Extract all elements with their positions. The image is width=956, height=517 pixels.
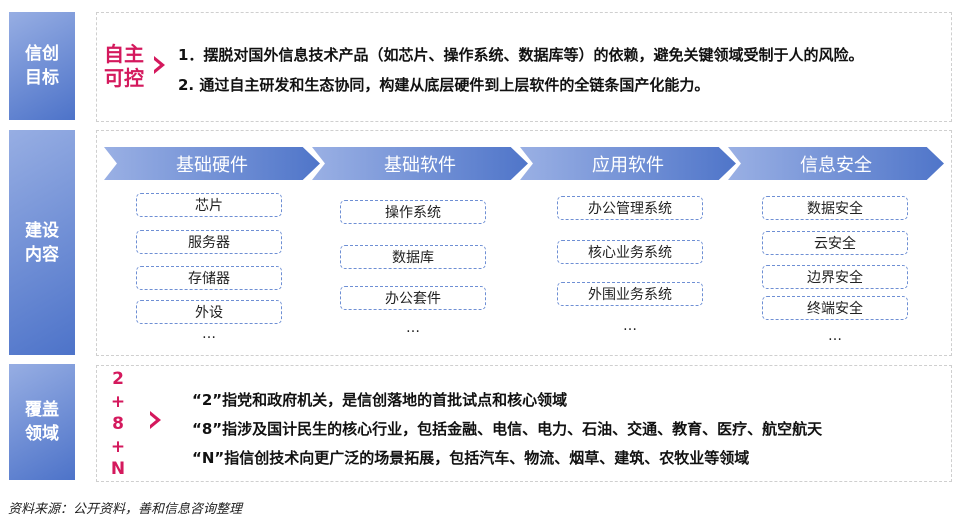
category-item: 芯片 bbox=[136, 193, 282, 217]
category-header: 基础软件 bbox=[312, 147, 528, 180]
category-header: 基础硬件 bbox=[104, 147, 320, 180]
category-item: 操作系统 bbox=[340, 200, 486, 224]
build-panel bbox=[96, 130, 952, 356]
cover-line-3: “N”指信创技术向更广泛的场景拓展，包括汽车、物流、烟草、建筑、农牧业等领域 bbox=[192, 449, 750, 467]
category-item: 办公套件 bbox=[340, 286, 486, 310]
label-text: 信创目标 bbox=[25, 44, 59, 88]
category-item: 外围业务系统 bbox=[557, 282, 703, 306]
cover-line-1: “2”指党和政府机关，是信创落地的首批试点和核心领域 bbox=[192, 391, 568, 409]
accent-n: N bbox=[110, 459, 126, 479]
category-header: 信息安全 bbox=[728, 147, 944, 180]
accent-plus: + bbox=[110, 436, 126, 457]
category-item: 核心业务系统 bbox=[557, 240, 703, 264]
category-item: 外设 bbox=[136, 300, 282, 324]
goal-panel bbox=[96, 12, 952, 122]
category-item: 办公管理系统 bbox=[557, 196, 703, 220]
cover-line-2: “8”指涉及国计民生的核心行业，包括金融、电信、电力、石油、交通、教育、医疗、航… bbox=[192, 420, 823, 438]
chevron-right-icon bbox=[154, 56, 165, 74]
source-note: 资料来源：公开资料，善和信息咨询整理 bbox=[8, 502, 243, 517]
accent-8: 8 bbox=[112, 414, 124, 434]
label-cover: 覆盖领域 bbox=[9, 364, 75, 480]
chevron-right-icon bbox=[150, 411, 161, 429]
label-text: 覆盖领域 bbox=[25, 400, 59, 444]
category-item: 服务器 bbox=[136, 230, 282, 254]
label-goal: 信创目标 bbox=[9, 12, 75, 120]
label-text: 建设内容 bbox=[25, 220, 59, 265]
goal-accent: 自主可控 bbox=[104, 42, 144, 90]
category-item: 云安全 bbox=[762, 231, 908, 255]
more-indicator: … bbox=[623, 318, 637, 334]
category-item: 存储器 bbox=[136, 266, 282, 290]
category-item: 边界安全 bbox=[762, 265, 908, 289]
goal-line-1: 1．摆脱对国外信息技术产品（如芯片、操作系统、数据库等）的依赖，避免关键领域受制… bbox=[178, 46, 864, 64]
cover-accent: 2 + 8 + N bbox=[110, 368, 126, 481]
more-indicator: … bbox=[406, 320, 420, 336]
accent-2: 2 bbox=[112, 369, 124, 389]
label-build: 建设内容 bbox=[9, 130, 75, 355]
more-indicator: … bbox=[202, 326, 216, 342]
more-indicator: … bbox=[828, 328, 842, 344]
accent-plus: + bbox=[110, 391, 126, 412]
category-header: 应用软件 bbox=[520, 147, 736, 180]
cover-panel bbox=[96, 365, 952, 482]
category-item: 数据安全 bbox=[762, 196, 908, 220]
category-item: 数据库 bbox=[340, 245, 486, 269]
goal-line-2: 2. 通过自主研发和生态协同，构建从底层硬件到上层软件的全链条国产化能力。 bbox=[178, 76, 710, 94]
category-item: 终端安全 bbox=[762, 296, 908, 320]
